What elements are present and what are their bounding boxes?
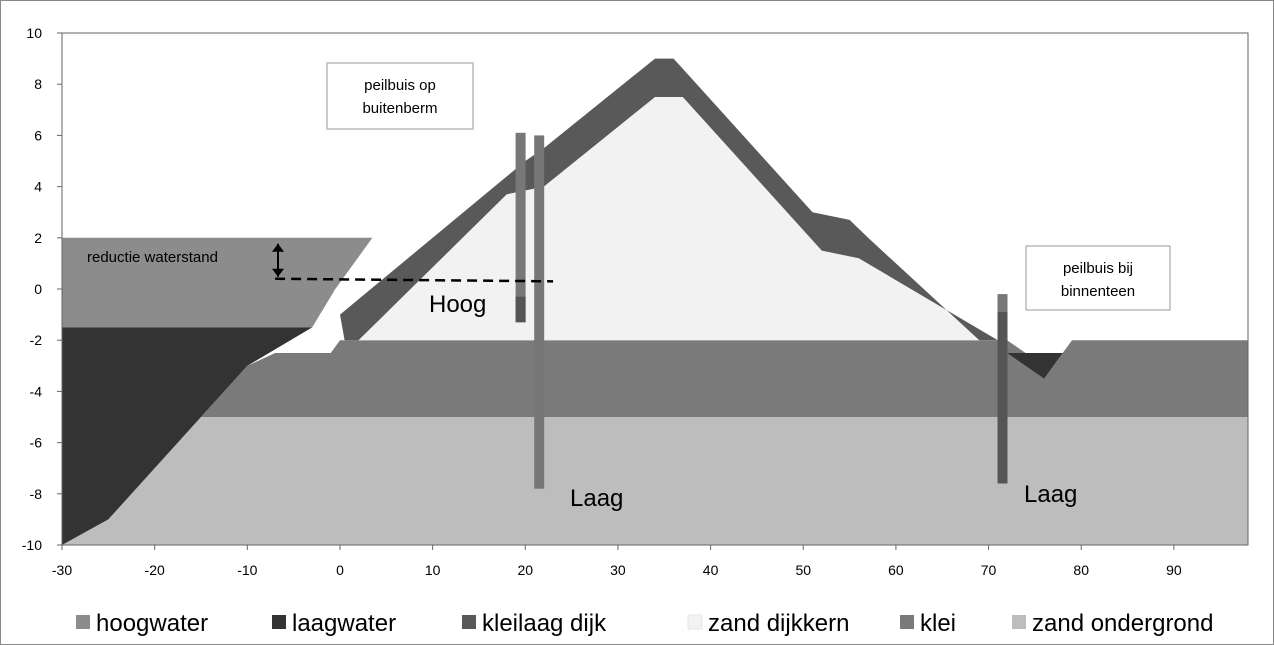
callout-box-buitenberm <box>326 62 474 130</box>
x-tick-label: 80 <box>1073 562 1089 578</box>
legend: hoogwater laagwater kleilaag dijk zand dijk… <box>76 610 1213 637</box>
legend-swatch-zand-dijkkern <box>687 614 703 630</box>
peilbuis-filter-1 <box>515 296 526 323</box>
legend-label-hoogwater: hoogwater <box>96 610 208 637</box>
legend-swatch-zand-ondergrond <box>1012 615 1026 629</box>
legend-label-zand-dijkkern: zand dijkkern <box>708 610 849 637</box>
callout-buitenberm-line2: buitenberm <box>362 100 437 117</box>
area-zand-ondergrond <box>62 417 1248 545</box>
annotation-laag-1: Laag <box>570 485 623 512</box>
legend-label-laagwater: laagwater <box>292 610 396 637</box>
x-tick-label: 70 <box>981 562 997 578</box>
area-klei <box>201 340 1248 417</box>
y-tick-label: 10 <box>26 25 42 41</box>
area-hoogwater <box>62 237 373 328</box>
areas-layer <box>62 58 1248 545</box>
x-tick-label: 60 <box>888 562 904 578</box>
x-tick-label: 30 <box>610 562 626 578</box>
area-laagwater-2 <box>1007 353 1063 379</box>
y-tick-label: -8 <box>30 486 43 502</box>
callout-binnenteen-line2: binnenteen <box>1061 283 1135 300</box>
y-tick-label: 4 <box>34 179 42 195</box>
legend-swatch-laagwater <box>272 615 286 629</box>
callout-box-binnenteen <box>1025 245 1171 311</box>
reduction-arrow-head-bottom <box>272 268 284 277</box>
overlays-layer <box>272 132 1008 489</box>
legend-label-klei: klei <box>920 610 956 637</box>
x-tick-label: -30 <box>52 562 72 578</box>
reduction-arrow-head-top <box>272 243 284 252</box>
y-tick-label: 2 <box>34 230 42 246</box>
x-tick-label: 90 <box>1166 562 1182 578</box>
y-tick-label: 8 <box>34 76 42 92</box>
annotation-laag-2: Laag <box>1024 481 1077 508</box>
callout-binnenteen-line1: peilbuis bij <box>1063 260 1133 277</box>
peilbuis-1 <box>515 132 526 323</box>
peilbuis-filter-3 <box>997 312 1008 484</box>
x-tick-label: -10 <box>237 562 257 578</box>
area-zand-dijkkern <box>344 97 998 341</box>
x-tick-label: 20 <box>517 562 533 578</box>
callout-buitenberm-line1: peilbuis op <box>364 77 436 94</box>
x-tick-label: 10 <box>425 562 441 578</box>
reduced-water-level-line <box>275 277 554 283</box>
legend-label-zand-ondergrond: zand ondergrond <box>1032 610 1213 637</box>
x-tick-label: 0 <box>336 562 344 578</box>
legend-label-kleilaag-dijk: kleilaag dijk <box>482 610 607 637</box>
annotation-reductie-waterstand: reductie waterstand <box>87 249 218 266</box>
x-tick-label: 40 <box>703 562 719 578</box>
y-tick-label: 0 <box>34 281 42 297</box>
y-tick-label: -2 <box>30 332 43 348</box>
y-tick-label: 6 <box>34 127 42 143</box>
y-tick-label: -6 <box>30 435 43 451</box>
x-tick-label: 50 <box>795 562 811 578</box>
peilbuis-2 <box>534 135 545 489</box>
legend-swatch-klei <box>900 615 914 629</box>
x-tick-label: -20 <box>145 562 165 578</box>
area-laagwater <box>62 327 313 545</box>
legend-swatch-hoogwater <box>76 615 90 629</box>
y-tick-label: -4 <box>30 383 43 399</box>
legend-swatch-kleilaag-dijk <box>462 615 476 629</box>
annotation-hoog: Hoog <box>429 291 486 318</box>
y-tick-label: -10 <box>22 537 42 553</box>
